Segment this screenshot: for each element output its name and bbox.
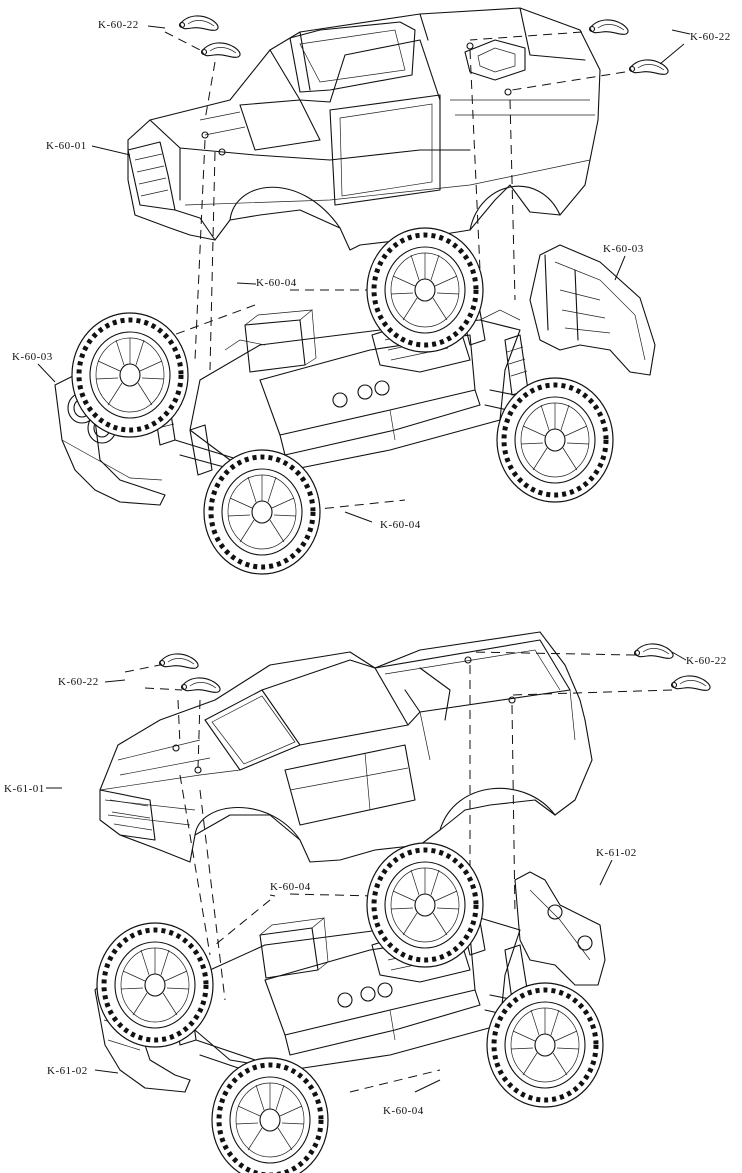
wheel-rear-left	[367, 228, 483, 352]
label-clip-left: K-60-22	[98, 19, 139, 31]
upper-assembly: K-60-22 K-60-22 K-60-01 K-60-03 K-60-03 …	[12, 7, 731, 574]
label-clip-left-lower: K-60-22	[58, 676, 99, 688]
label-clip-right-lower: K-60-22	[686, 655, 727, 667]
label-bumper-rear: K-60-03	[603, 243, 644, 255]
body-clip	[158, 653, 199, 669]
body-clip-pair-left-lower	[158, 653, 221, 693]
label-bumper-front: K-60-03	[12, 351, 53, 363]
label-chassis-top: K-60-04	[256, 277, 297, 289]
body-clip-pair-right-lower	[633, 643, 711, 691]
label-bumper-front-lower: K-61-02	[47, 1065, 88, 1077]
alignment-lines-upper	[159, 31, 626, 511]
label-body-lower: K-61-01	[4, 783, 45, 795]
body-clip	[670, 675, 711, 691]
truck-body-k-61-01	[99, 631, 593, 863]
wheel-front-right	[204, 450, 320, 574]
label-clip-right: K-60-22	[690, 31, 731, 43]
rear-bumper-k-60-03	[529, 244, 656, 376]
wheel-front-left-lower	[97, 923, 213, 1047]
wheel-rear-right-lower	[487, 983, 603, 1107]
lower-assembly: K-60-22 K-60-22 K-61-01 K-61-02 K-61-02 …	[4, 631, 727, 1173]
label-body: K-60-01	[46, 140, 87, 152]
alignment-lines-lower	[124, 651, 673, 1093]
label-chassis-bottom: K-60-04	[380, 519, 421, 531]
label-bumper-rear-lower: K-61-02	[596, 847, 637, 859]
body-clip-pair-left	[178, 15, 241, 58]
wheel-rear-right	[497, 378, 613, 502]
label-chassis-bottom-lower: K-60-04	[383, 1105, 424, 1117]
body-clip	[200, 42, 241, 58]
wheel-front-left	[72, 313, 188, 437]
label-chassis-top-lower: K-60-04	[270, 881, 311, 893]
body-clip	[588, 19, 629, 35]
wheel-front-right-lower	[212, 1058, 328, 1173]
truck-body-k-60-01	[127, 7, 601, 251]
body-clip-pair-right	[588, 19, 669, 75]
rear-bumper-k-61-02	[514, 871, 606, 986]
body-clip	[178, 15, 219, 31]
body-clip	[180, 677, 221, 693]
body-clip	[633, 643, 674, 659]
wheel-rear-left-lower	[367, 843, 483, 967]
